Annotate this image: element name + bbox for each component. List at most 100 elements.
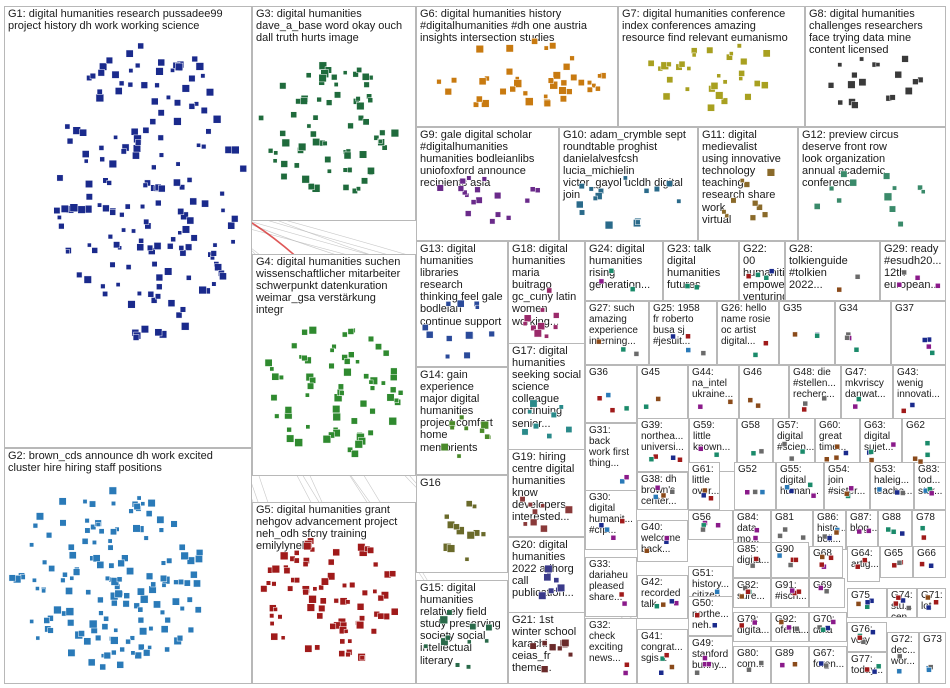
- vertex: [604, 220, 614, 230]
- vertex: [239, 164, 247, 173]
- vertex: [543, 94, 549, 99]
- vertex: [912, 78, 919, 85]
- vertex: [920, 189, 926, 195]
- vertex: [331, 74, 338, 81]
- vertex: [562, 63, 571, 71]
- vertex: [698, 446, 704, 452]
- group-panel-g26: G26: hello name rosie oc artist digital.…: [717, 301, 779, 365]
- group-panel-g14: G14: gain experience major digital human…: [416, 367, 508, 475]
- vertex: [712, 622, 718, 629]
- vertex: [449, 424, 455, 431]
- group-panel-g73: G73: [919, 632, 946, 684]
- vertex: [164, 616, 171, 624]
- vertex: [730, 197, 737, 204]
- vertex: [896, 281, 903, 288]
- vertex: [305, 72, 312, 79]
- vertex: [109, 209, 116, 216]
- group-panel-g85: G85: digita...: [733, 542, 771, 578]
- vertex: [489, 218, 496, 225]
- vertex: [190, 234, 198, 242]
- vertex: [463, 425, 469, 431]
- group-label: G76: very: [851, 624, 873, 646]
- vertex: [147, 290, 155, 298]
- vertex: [390, 607, 399, 616]
- group-label: G32: check exciting news...: [589, 620, 623, 664]
- vertex: [828, 185, 835, 192]
- vertex: [823, 588, 830, 594]
- vertex: [595, 85, 601, 92]
- vertex: [678, 60, 686, 68]
- vertex: [83, 158, 89, 164]
- vertex: [546, 433, 553, 439]
- vertex: [591, 83, 597, 88]
- vertex: [157, 58, 165, 67]
- vertex: [669, 664, 675, 670]
- vertex: [121, 554, 129, 562]
- vertex: [115, 282, 121, 287]
- vertex: [307, 183, 315, 190]
- vertex: [569, 55, 575, 61]
- vertex: [318, 584, 324, 591]
- vertex: [463, 351, 471, 359]
- vertex: [140, 595, 149, 604]
- vertex: [322, 435, 332, 444]
- vertex: [750, 450, 757, 457]
- vertex: [170, 68, 175, 73]
- vertex: [909, 402, 916, 408]
- vertex: [544, 564, 553, 573]
- vertex: [35, 512, 44, 521]
- vertex: [924, 452, 931, 458]
- vertex: [328, 362, 335, 370]
- vertex: [114, 87, 123, 95]
- group-panel-g33: G33: dariaheu pleased share...: [585, 557, 637, 617]
- group-label: G27: such amazing experience interning..…: [589, 303, 638, 347]
- vertex: [694, 669, 700, 676]
- vertex: [473, 101, 479, 108]
- group-panel-g56: G56: [688, 510, 733, 540]
- vertex: [29, 619, 34, 624]
- group-label: G21: 1st winter school karachi ceias_fr …: [512, 614, 577, 675]
- vertex: [42, 559, 48, 565]
- group-label: G59: little known...: [693, 420, 731, 453]
- group-label: G66: [917, 548, 936, 559]
- group-label: G78: [916, 512, 935, 523]
- vertex: [558, 404, 564, 410]
- vertex: [318, 74, 327, 83]
- vertex: [818, 660, 824, 667]
- vertex: [278, 374, 284, 380]
- group-label: G43: wenig innovati...: [897, 367, 940, 400]
- group-panel-g6: G6: digital humanities history #digitalh…: [416, 6, 618, 127]
- vertex: [293, 162, 300, 169]
- vertex: [157, 109, 165, 117]
- vertex: [744, 93, 752, 101]
- group-panel-g89: G89: [771, 646, 809, 684]
- group-label: G38: dh brown's center...: [641, 474, 677, 507]
- vertex: [96, 88, 103, 95]
- vertex: [205, 88, 214, 97]
- group-label: G73: [923, 634, 942, 645]
- vertex: [212, 115, 222, 124]
- vertex: [110, 636, 119, 645]
- vertex: [893, 600, 899, 607]
- group-panel-g31: G31: back work first thing...: [585, 423, 637, 495]
- vertex: [133, 602, 140, 609]
- vertex: [472, 504, 477, 509]
- vertex: [267, 148, 274, 154]
- vertex: [824, 456, 830, 462]
- vertex: [578, 183, 585, 190]
- vertex: [801, 406, 807, 413]
- group-label: G52: [738, 464, 757, 475]
- vertex: [210, 250, 217, 257]
- vertex: [586, 86, 593, 93]
- vertex: [357, 115, 364, 122]
- vertex: [618, 591, 625, 598]
- vertex: [777, 533, 783, 539]
- vertex: [186, 177, 193, 183]
- vertex: [361, 73, 370, 81]
- vertex: [274, 413, 280, 419]
- group-panel-g1: G1: digital humanities research pussadee…: [4, 6, 252, 448]
- vertex: [201, 199, 209, 208]
- vertex: [219, 191, 225, 197]
- vertex: [465, 331, 474, 340]
- vertex: [763, 340, 769, 346]
